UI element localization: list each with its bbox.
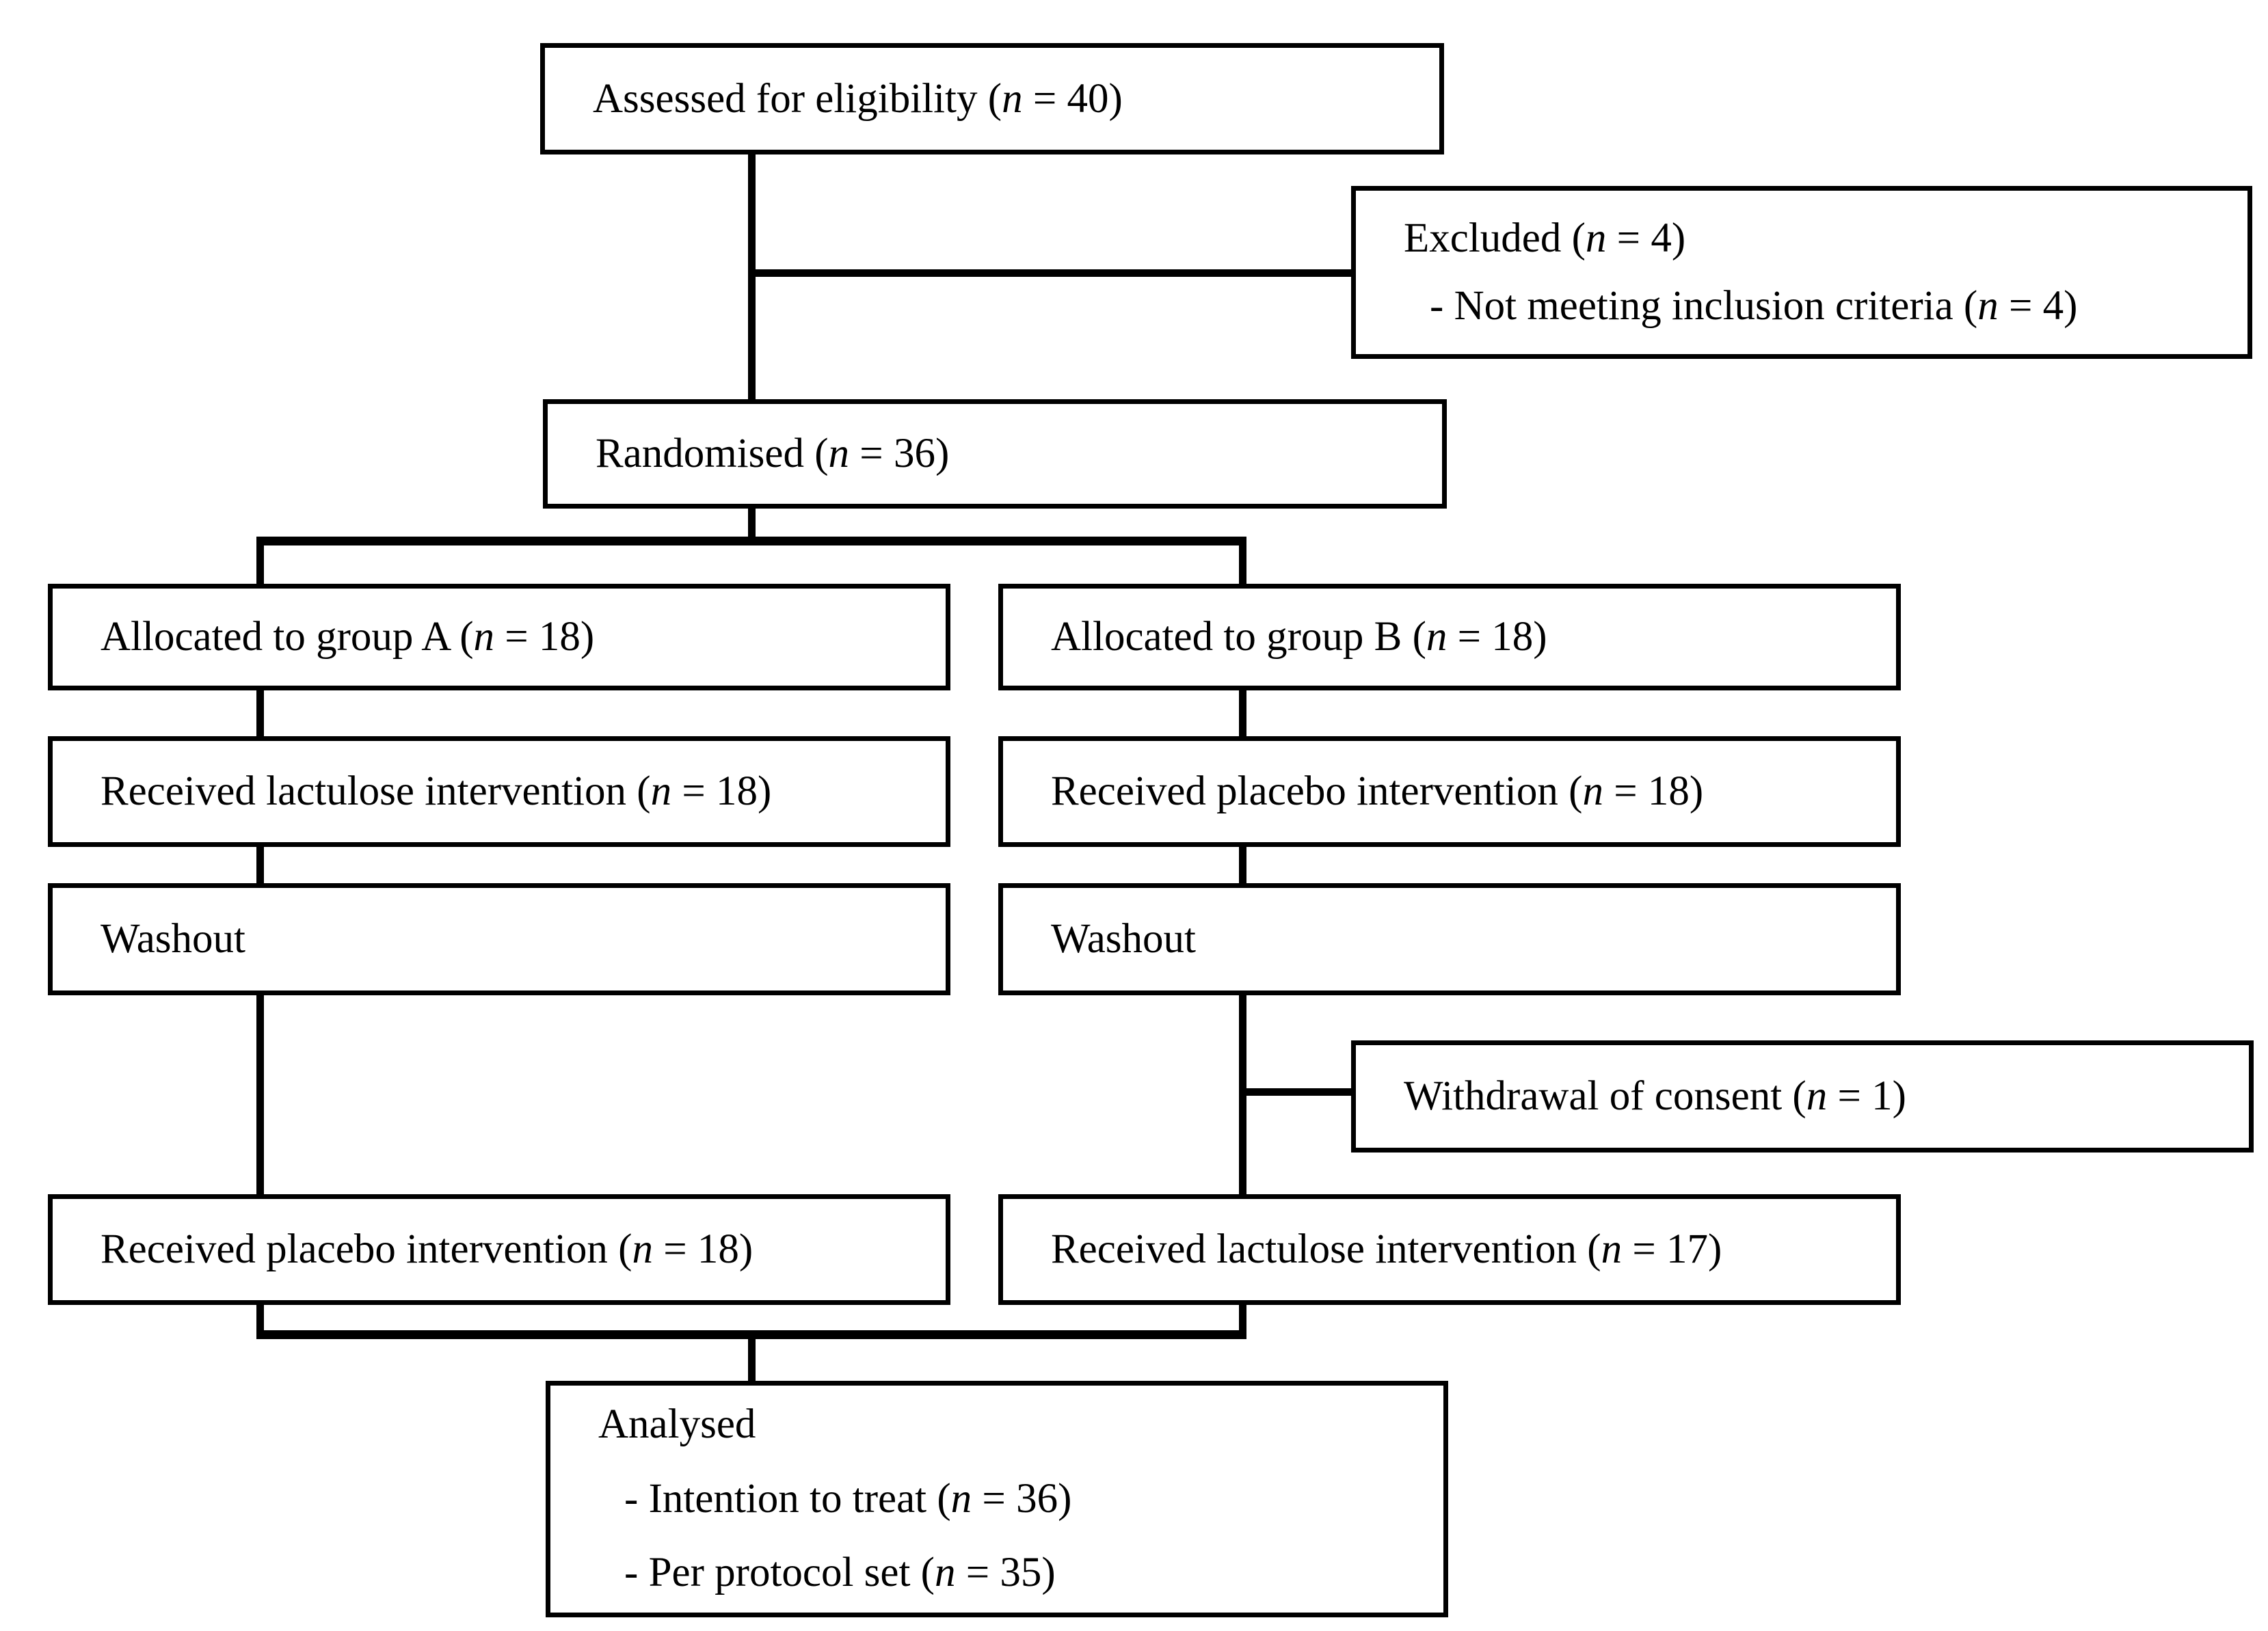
connector-assessed-to-randomised xyxy=(748,152,756,402)
connector-split-to-group-b xyxy=(1239,541,1246,587)
connector-allocated-b-to-received-b xyxy=(1239,686,1246,740)
connector-lactulose-b-to-join xyxy=(1239,1301,1246,1335)
connector-placebo-a-to-join xyxy=(256,1301,264,1335)
box-washout-b: Washout xyxy=(998,883,1901,995)
box-received-lactulose-a: Received lactulose intervention (n = 18) xyxy=(48,736,950,847)
box-analysed: Analysed - Intention to treat (n = 36) -… xyxy=(546,1381,1448,1617)
box-label: Allocated to group A (n = 18) xyxy=(101,614,595,660)
connector-split-to-group-a xyxy=(256,541,264,587)
box-label: Received placebo intervention (n = 18) xyxy=(101,1226,753,1273)
box-received-lactulose-b: Received lactulose intervention (n = 17) xyxy=(998,1194,1901,1305)
box-label: Received placebo intervention (n = 18) xyxy=(1051,768,1704,815)
box-excluded: Excluded (n = 4) - Not meeting inclusion… xyxy=(1351,186,2252,359)
connector-excluded-branch xyxy=(748,269,1354,277)
connector-received-a-to-washout-a xyxy=(256,843,264,887)
box-received-placebo-b: Received placebo intervention (n = 18) xyxy=(998,736,1901,847)
box-label: Received lactulose intervention (n = 18) xyxy=(101,768,772,815)
connector-washout-a-to-placebo-a xyxy=(256,991,264,1198)
box-label: Excluded (n = 4) xyxy=(1404,215,1686,261)
connector-withdrawal-branch xyxy=(1239,1088,1354,1096)
connector-received-b-to-washout-b xyxy=(1239,843,1246,887)
box-allocated-group-a: Allocated to group A (n = 18) xyxy=(48,584,950,690)
box-label-bullet: - Per protocol set (n = 35) xyxy=(624,1550,1056,1596)
connector-join-bar xyxy=(256,1330,1246,1339)
box-label: Withdrawal of consent (n = 1) xyxy=(1404,1073,1906,1120)
connector-randomised-to-split xyxy=(748,506,756,544)
box-washout-a: Washout xyxy=(48,883,950,995)
box-label-bullet: - Intention to treat (n = 36) xyxy=(624,1475,1072,1522)
box-withdrawal-of-consent: Withdrawal of consent (n = 1) xyxy=(1351,1040,2254,1153)
box-assessed-eligibility: Assessed for eligibility (n = 40) xyxy=(540,43,1444,154)
connector-allocated-a-to-received-a xyxy=(256,686,264,740)
box-label: Washout xyxy=(1051,916,1196,962)
box-label: Washout xyxy=(101,916,245,962)
connector-join-to-analysed xyxy=(748,1336,756,1384)
box-label: Assessed for eligibility (n = 40) xyxy=(593,75,1123,122)
box-label: Analysed xyxy=(598,1401,756,1448)
box-received-placebo-a: Received placebo intervention (n = 18) xyxy=(48,1194,950,1305)
box-label-bullet: - Not meeting inclusion criteria (n = 4) xyxy=(1430,282,2078,329)
box-label: Received lactulose intervention (n = 17) xyxy=(1051,1226,1722,1273)
box-label: Randomised (n = 36) xyxy=(596,431,950,477)
box-randomised: Randomised (n = 36) xyxy=(543,399,1447,509)
connector-split-bar xyxy=(256,537,1246,545)
box-label: Allocated to group B (n = 18) xyxy=(1051,614,1547,660)
box-allocated-group-b: Allocated to group B (n = 18) xyxy=(998,584,1901,690)
